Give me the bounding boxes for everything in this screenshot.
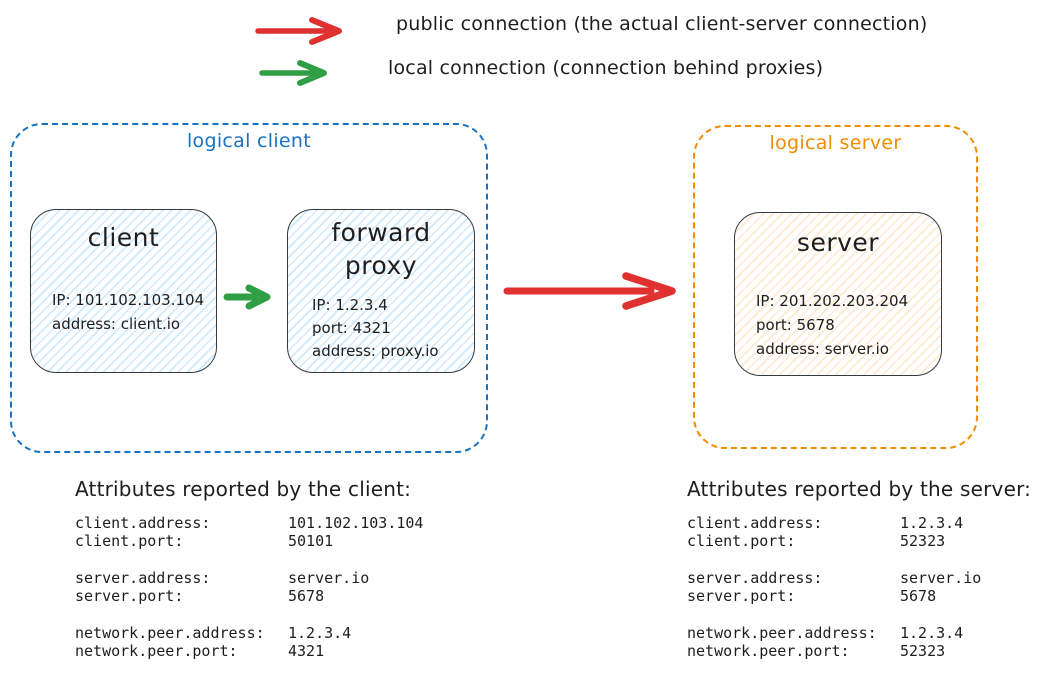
- attribute-key: server.address:: [75, 569, 211, 587]
- logical-server-group: logical server server IP: 201.202.203.20…: [693, 125, 978, 449]
- attribute-key: client.address:: [75, 514, 211, 532]
- logical-client-label: logical client: [186, 130, 312, 152]
- attribute-row: client.address: 1.2.3.4: [687, 514, 1039, 532]
- attribute-key: client.port:: [687, 532, 796, 550]
- attribute-key: client.address:: [687, 514, 823, 532]
- logical-client-group: logical client client IP: 101.102.103.10…: [10, 123, 488, 453]
- attribute-value: 1.2.3.4: [900, 624, 964, 642]
- server-node-details: IP: 201.202.203.204 port: 5678 address: …: [756, 289, 908, 361]
- forward-proxy-node-title-line1: forward: [331, 218, 431, 247]
- attribute-key: client.port:: [75, 532, 184, 550]
- server-attributes-section: Attributes reported by the server: clien…: [687, 477, 1039, 679]
- client-node-title: client: [87, 223, 160, 252]
- attribute-row: server.address: server.io: [75, 569, 505, 587]
- client-node-ip: IP: 101.102.103.104: [52, 291, 205, 309]
- attribute-row: client.address: 101.102.103.104: [75, 514, 505, 532]
- attribute-value: 1.2.3.4: [288, 624, 352, 642]
- client-node-details: IP: 101.102.103.104 address: client.io: [52, 288, 204, 336]
- legend-public-connection-label: public connection (the actual client-ser…: [396, 13, 928, 35]
- forward-proxy-node: forward proxy IP: 1.2.3.4 port: 4321 add…: [287, 209, 475, 373]
- attribute-value: 52323: [900, 532, 946, 550]
- attribute-row: server.address: server.io: [687, 569, 1039, 587]
- client-attributes-rows: client.address: 101.102.103.104 client.po…: [75, 514, 505, 660]
- client-node: client IP: 101.102.103.104 address: clie…: [30, 209, 217, 373]
- forward-proxy-node-title-line2: proxy: [344, 251, 418, 280]
- attribute-key: network.peer.address:: [687, 624, 877, 642]
- forward-proxy-node-ip: IP: 1.2.3.4: [312, 296, 388, 314]
- attribute-value: 5678: [900, 587, 937, 605]
- server-node: server IP: 201.202.203.204 port: 5678 ad…: [734, 212, 942, 376]
- attribute-row: server.port: 5678: [687, 587, 1039, 605]
- local-connection-arrow-icon: [259, 60, 327, 86]
- attribute-key: server.address:: [687, 569, 823, 587]
- server-attributes-heading: Attributes reported by the server:: [687, 477, 1032, 501]
- public-connection-arrow-icon: [255, 17, 342, 45]
- public-connection-main-arrow-icon: [503, 272, 676, 310]
- attribute-row: network.peer.address: 1.2.3.4: [687, 624, 1039, 642]
- server-node-ip: IP: 201.202.203.204: [756, 292, 909, 310]
- forward-proxy-node-details: IP: 1.2.3.4 port: 4321 address: proxy.io: [312, 294, 439, 363]
- attribute-key: server.port:: [75, 587, 184, 605]
- attribute-value: 52323: [900, 642, 946, 660]
- server-node-address: address: server.io: [756, 340, 889, 358]
- attribute-value: server.io: [288, 569, 370, 587]
- attribute-value: 1.2.3.4: [900, 514, 964, 532]
- server-attributes-rows: client.address: 1.2.3.4 client.port: 52323…: [687, 514, 1039, 660]
- attribute-key: server.port:: [687, 587, 796, 605]
- attribute-value: 4321: [288, 642, 325, 660]
- attribute-key: network.peer.address:: [75, 624, 265, 642]
- client-node-address: address: client.io: [52, 315, 181, 333]
- attribute-row: network.peer.port: 4321: [75, 642, 505, 660]
- attribute-row: network.peer.port: 52323: [687, 642, 1039, 660]
- attribute-row: network.peer.address: 1.2.3.4: [75, 624, 505, 642]
- attribute-row: client.port: 50101: [75, 532, 505, 550]
- attribute-value: server.io: [900, 569, 982, 587]
- client-attributes-section: Attributes reported by the client: clien…: [75, 477, 505, 679]
- client-attributes-heading: Attributes reported by the client:: [75, 477, 412, 501]
- local-connection-mini-arrow-icon: [223, 284, 271, 310]
- attribute-key: network.peer.port:: [75, 642, 238, 660]
- server-node-title: server: [796, 228, 880, 257]
- logical-server-label: logical server: [769, 132, 902, 154]
- attribute-row: client.port: 52323: [687, 532, 1039, 550]
- attribute-row: server.port: 5678: [75, 587, 505, 605]
- attribute-value: 101.102.103.104: [288, 514, 424, 532]
- forward-proxy-node-port: port: 4321: [312, 319, 391, 337]
- attribute-value: 50101: [288, 532, 334, 550]
- forward-proxy-node-address: address: proxy.io: [312, 342, 439, 360]
- legend-local-connection-label: local connection (connection behind prox…: [388, 57, 824, 79]
- attribute-key: network.peer.port:: [687, 642, 850, 660]
- server-node-port: port: 5678: [756, 316, 835, 334]
- attribute-value: 5678: [288, 587, 325, 605]
